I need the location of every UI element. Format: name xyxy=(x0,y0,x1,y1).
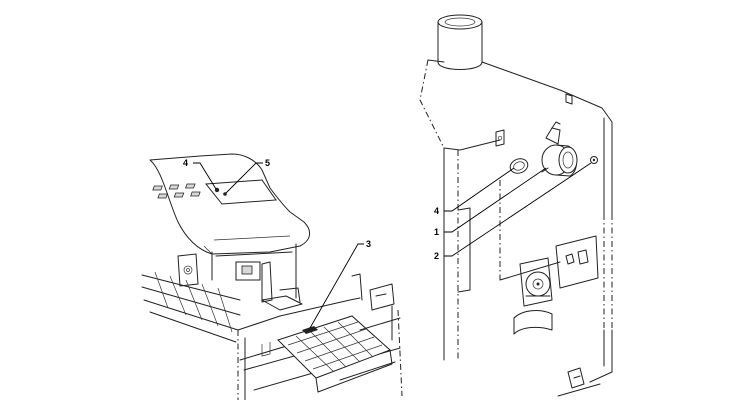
callout-right-4: 4 xyxy=(434,206,439,216)
switch-component-5 xyxy=(223,192,227,196)
hinge-bracket xyxy=(177,253,199,287)
callout-leaders xyxy=(193,162,592,329)
callout-right-2: 2 xyxy=(434,251,439,261)
leader-left-4 xyxy=(193,162,217,190)
mount-tab xyxy=(495,129,505,147)
callout-labels: 4 5 3 4 1 2 xyxy=(183,158,439,261)
access-panel xyxy=(555,235,599,289)
callout-left-5: 5 xyxy=(265,158,270,168)
filler-cap xyxy=(437,14,483,30)
oring-item-4 xyxy=(509,158,529,174)
horn-bracket xyxy=(545,127,561,145)
leader-left-3 xyxy=(309,243,364,329)
right-assembly xyxy=(419,14,613,397)
leader-right-4 xyxy=(444,167,515,212)
callout-right-1: 1 xyxy=(434,227,439,237)
leader-right-1 xyxy=(444,167,547,233)
console-cover xyxy=(149,153,310,255)
leader-left-5 xyxy=(225,162,263,194)
fuse-item-3 xyxy=(302,326,318,334)
callout-left-4: 4 xyxy=(183,158,188,168)
left-assembly xyxy=(141,153,403,400)
switch-panel xyxy=(205,179,277,205)
leader-right-2 xyxy=(444,162,592,257)
callout-left-3: 3 xyxy=(366,239,371,249)
